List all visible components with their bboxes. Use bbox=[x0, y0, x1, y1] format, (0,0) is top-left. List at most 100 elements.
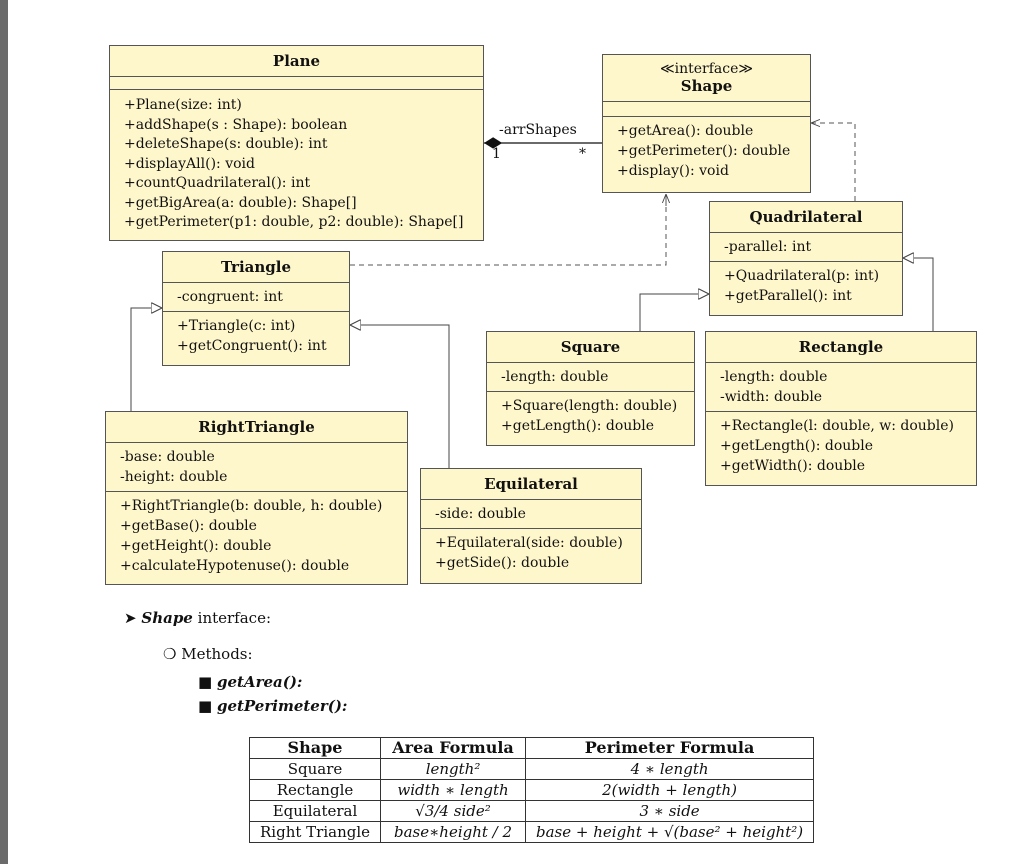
class-name: Quadrilateral bbox=[710, 202, 902, 233]
method: +Plane(size: int) bbox=[124, 97, 242, 113]
method-bullet-getarea: ■ getArea(): bbox=[198, 673, 302, 691]
square-bullet-icon: ■ bbox=[198, 697, 213, 715]
cell-shape: Rectangle bbox=[248, 779, 382, 801]
attribute: -length: double bbox=[720, 369, 828, 385]
righttriangle-inheritance-line bbox=[130, 308, 162, 411]
square-bullet-icon: ■ bbox=[198, 673, 213, 691]
attribute: -congruent: int bbox=[177, 289, 283, 305]
table-row: Equilateral √3/4 side² 3 ∗ side bbox=[248, 800, 815, 822]
method: +addShape(s : Shape): boolean bbox=[124, 116, 348, 133]
class-equilateral: Equilateral -side: double +Equilateral(s… bbox=[420, 468, 642, 584]
method-section: +Plane(size: int) +addShape(s : Shape): … bbox=[110, 90, 483, 237]
method: +getSide(): double bbox=[435, 555, 570, 571]
attribute: -parallel: int bbox=[724, 239, 812, 255]
cell-area: base∗height / 2 bbox=[380, 821, 527, 843]
class-name: Plane bbox=[110, 46, 483, 77]
method-section: +Triangle(c: int) +getCongruent(): int bbox=[163, 312, 349, 360]
method: +Rectangle(l: double, w: double) bbox=[720, 418, 954, 434]
method-section: +Quadrilateral(p: int) +getParallel(): i… bbox=[710, 262, 902, 310]
class-name: Shape bbox=[680, 77, 733, 95]
attribute: -side: double bbox=[435, 506, 526, 522]
method: +getParallel(): int bbox=[724, 288, 852, 304]
attribute-section bbox=[110, 77, 483, 90]
class-name: Triangle bbox=[163, 252, 349, 283]
association-multiplicity-plane: 1 bbox=[492, 146, 501, 162]
attribute-section: -length: double -width: double bbox=[706, 363, 976, 412]
cell-shape: Right Triangle bbox=[248, 821, 382, 843]
method-section: +Rectangle(l: double, w: double) +getLen… bbox=[706, 412, 976, 480]
arrow-bullet-icon: ➤ bbox=[124, 609, 137, 627]
attribute: -length: double bbox=[501, 369, 609, 385]
method: +Quadrilateral(p: int) bbox=[724, 268, 880, 284]
method: +getLength(): double bbox=[501, 418, 655, 434]
class-name: RightTriangle bbox=[106, 412, 407, 443]
class-square: Square -length: double +Square(length: d… bbox=[486, 331, 695, 446]
cell-area: width ∗ length bbox=[380, 779, 527, 801]
quadrilateral-realization-line bbox=[811, 123, 856, 201]
methods-bullet: ❍ Methods: bbox=[163, 645, 253, 663]
class-plane: Plane +Plane(size: int) +addShape(s : Sh… bbox=[109, 45, 484, 241]
method-section: +RightTriangle(b: double, h: double) +ge… bbox=[106, 492, 407, 580]
class-name: Rectangle bbox=[706, 332, 976, 363]
equilateral-inheritance-line bbox=[350, 325, 450, 468]
method-section: +getArea(): double +getPerimeter(): doub… bbox=[603, 117, 810, 185]
method: +getArea(): double bbox=[617, 123, 754, 139]
cell-area: length² bbox=[380, 758, 527, 780]
method: +deleteShape(s: double): int bbox=[124, 136, 328, 152]
header-perimeter: Perimeter Formula bbox=[525, 737, 815, 759]
method: +getBigArea(a: double): Shape[] bbox=[124, 194, 357, 211]
cell-perimeter: 4 ∗ length bbox=[525, 758, 815, 780]
method: +getPerimeter(p1: double, p2: double): S… bbox=[124, 214, 464, 230]
method-bullet-getperimeter: ■ getPerimeter(): bbox=[198, 697, 347, 715]
method-section: +Square(length: double) +getLength(): do… bbox=[487, 392, 694, 440]
square-inheritance-line bbox=[639, 294, 709, 331]
methods-label: Methods: bbox=[181, 645, 253, 663]
method: +Square(length: double) bbox=[501, 398, 678, 414]
table-row: Square length² 4 ∗ length bbox=[248, 758, 815, 780]
cell-shape: Square bbox=[248, 758, 382, 780]
method: +RightTriangle(b: double, h: double) bbox=[120, 498, 383, 514]
method: +getBase(): double bbox=[120, 518, 257, 534]
method: +Equilateral(side: double) bbox=[435, 535, 623, 551]
triangle-realization-line bbox=[350, 194, 667, 266]
association-multiplicity-shape: * bbox=[579, 146, 586, 162]
attribute: -width: double bbox=[720, 389, 823, 405]
class-name: Equilateral bbox=[421, 469, 641, 500]
table-header-row: Shape Area Formula Perimeter Formula bbox=[248, 737, 815, 759]
attribute-section: -parallel: int bbox=[710, 233, 902, 262]
method: +displayAll(): void bbox=[124, 155, 255, 172]
class-rectangle: Rectangle -length: double -width: double… bbox=[705, 331, 977, 486]
attribute: -height: double bbox=[120, 469, 228, 485]
class-right-triangle: RightTriangle -base: double -height: dou… bbox=[105, 411, 408, 585]
attribute-section bbox=[603, 102, 810, 117]
method-section: +Equilateral(side: double) +getSide(): d… bbox=[421, 529, 641, 577]
header-area: Area Formula bbox=[380, 737, 527, 759]
class-triangle: Triangle -congruent: int +Triangle(c: in… bbox=[162, 251, 350, 366]
method: +Triangle(c: int) bbox=[177, 318, 296, 334]
interface-bullet: ➤ Shape interface: bbox=[124, 609, 271, 627]
method-name: getPerimeter(): bbox=[216, 697, 348, 715]
method: +getHeight(): double bbox=[120, 538, 272, 554]
cell-perimeter: base + height + √(base² + height²) bbox=[525, 821, 815, 843]
method: +getCongruent(): int bbox=[177, 338, 327, 354]
attribute-section: -base: double -height: double bbox=[106, 443, 407, 492]
window-left-border bbox=[0, 0, 8, 864]
method: +countQuadrilateral(): int bbox=[124, 175, 311, 191]
cell-area: √3/4 side² bbox=[380, 800, 527, 822]
attribute-section: -length: double bbox=[487, 363, 694, 392]
attribute: -base: double bbox=[120, 449, 215, 465]
interface-suffix: interface: bbox=[197, 609, 271, 627]
cell-perimeter: 3 ∗ side bbox=[525, 800, 815, 822]
cell-perimeter: 2(width + length) bbox=[525, 779, 815, 801]
table-row: Rectangle width ∗ length 2(width + lengt… bbox=[248, 779, 815, 801]
attribute-section: -side: double bbox=[421, 500, 641, 529]
cell-shape: Equilateral bbox=[248, 800, 382, 822]
interface-name: Shape bbox=[141, 609, 193, 627]
method: +getPerimeter(): double bbox=[617, 143, 791, 159]
method-name: getArea(): bbox=[216, 673, 303, 691]
header-shape: Shape bbox=[248, 737, 382, 759]
circle-bullet-icon: ❍ bbox=[163, 645, 177, 663]
class-quadrilateral: Quadrilateral -parallel: int +Quadrilate… bbox=[709, 201, 903, 316]
class-name: Square bbox=[487, 332, 694, 363]
